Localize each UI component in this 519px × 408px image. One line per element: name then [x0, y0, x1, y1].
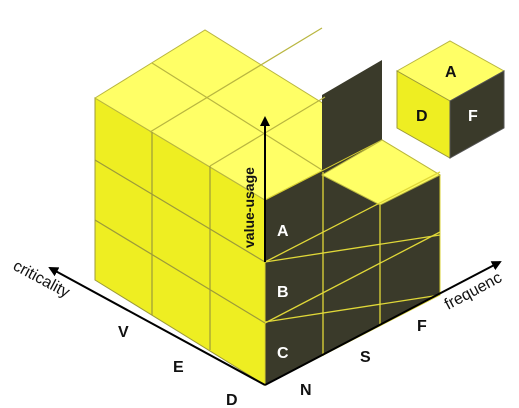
- criticality-label-e: E: [173, 359, 184, 376]
- main-cube: [95, 28, 440, 385]
- frequency-label-s: S: [360, 349, 371, 366]
- legend-cube: A D F: [397, 41, 504, 158]
- criticality-label-v: V: [118, 324, 129, 341]
- legend-cube-top-label: A: [445, 64, 457, 81]
- value-usage-label-b: B: [277, 284, 289, 301]
- value-usage-axis-label: value-usage: [241, 167, 257, 248]
- criticality-label-d: D: [226, 392, 238, 408]
- criticality-axis-label: criticality: [10, 258, 72, 302]
- frequency-label-n: N: [300, 382, 312, 399]
- value-usage-label-c: C: [277, 345, 289, 362]
- legend-cube-right-label: F: [468, 108, 478, 125]
- legend-cube-left-label: D: [416, 108, 428, 125]
- frequency-label-f: F: [417, 318, 427, 335]
- value-usage-label-a: A: [277, 223, 289, 240]
